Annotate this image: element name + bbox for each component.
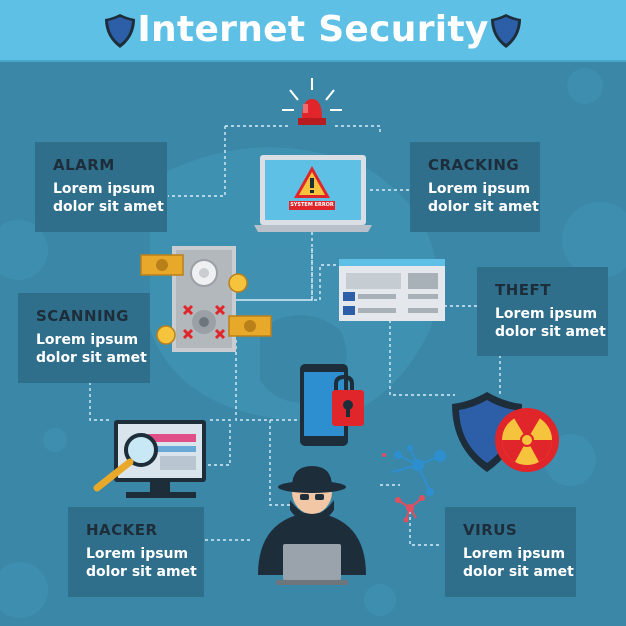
theft-heading: THEFT (495, 281, 552, 299)
browser-window-icon (339, 259, 445, 321)
header-bar (0, 0, 626, 62)
shield-radiation-icon (452, 392, 559, 472)
alarm-text: Lorem ipsum dolor sit amet (53, 180, 164, 216)
coin-icon (156, 273, 248, 345)
money-icon (140, 254, 272, 337)
molecule-virus-icon (382, 445, 446, 523)
alarm-text-line2: dolor sit amet (53, 199, 164, 215)
hacker-text-line2: dolor sit amet (86, 564, 197, 580)
cracking-text: Lorem ipsum dolor sit amet (428, 180, 539, 216)
virus-text: Lorem ipsum dolor sit amet (463, 545, 574, 581)
hacker-icon (258, 466, 366, 585)
scanning-text-line2: dolor sit amet (36, 350, 147, 366)
shield-icon (491, 14, 521, 48)
virus-text-line2: dolor sit amet (463, 564, 574, 580)
scanning-text: Lorem ipsum dolor sit amet (36, 331, 147, 367)
alarm-heading: ALARM (53, 156, 115, 174)
scanning-heading: SCANNING (36, 307, 129, 325)
phone-lock-icon (300, 364, 364, 446)
hacker-heading: HACKER (86, 521, 158, 539)
page-title: Internet Security (137, 9, 489, 50)
theft-box: THEFT Lorem ipsum dolor sit amet (477, 267, 608, 356)
scanning-box: SCANNING Lorem ipsum dolor sit amet (18, 293, 150, 383)
cracking-box: CRACKING Lorem ipsum dolor sit amet (410, 142, 540, 232)
laptop-warning-icon (254, 155, 372, 232)
hacker-text: Lorem ipsum dolor sit amet (86, 545, 197, 581)
scanning-text-line1: Lorem ipsum (36, 332, 139, 348)
alarm-box: ALARM Lorem ipsum dolor sit amet (35, 142, 167, 232)
theft-text-line2: dolor sit amet (495, 324, 606, 340)
virus-heading: VIRUS (463, 521, 518, 539)
shield-icon (105, 14, 135, 48)
hacker-box: HACKER Lorem ipsum dolor sit amet (68, 507, 204, 597)
cracking-heading: CRACKING (428, 156, 520, 174)
theft-text: Lorem ipsum dolor sit amet (495, 305, 606, 341)
hacker-text-line1: Lorem ipsum (86, 546, 189, 562)
cracking-text-line1: Lorem ipsum (428, 181, 531, 197)
alarm-text-line1: Lorem ipsum (53, 181, 156, 197)
system-error-label: SYSTEM ERROR (290, 202, 334, 208)
monitor-magnifier-icon (93, 420, 206, 498)
theft-text-line1: Lorem ipsum (495, 306, 598, 322)
virus-box: VIRUS Lorem ipsum dolor sit amet (445, 507, 576, 597)
cracking-text-line2: dolor sit amet (428, 199, 539, 215)
virus-text-line1: Lorem ipsum (463, 546, 566, 562)
siren-icon (282, 78, 342, 125)
